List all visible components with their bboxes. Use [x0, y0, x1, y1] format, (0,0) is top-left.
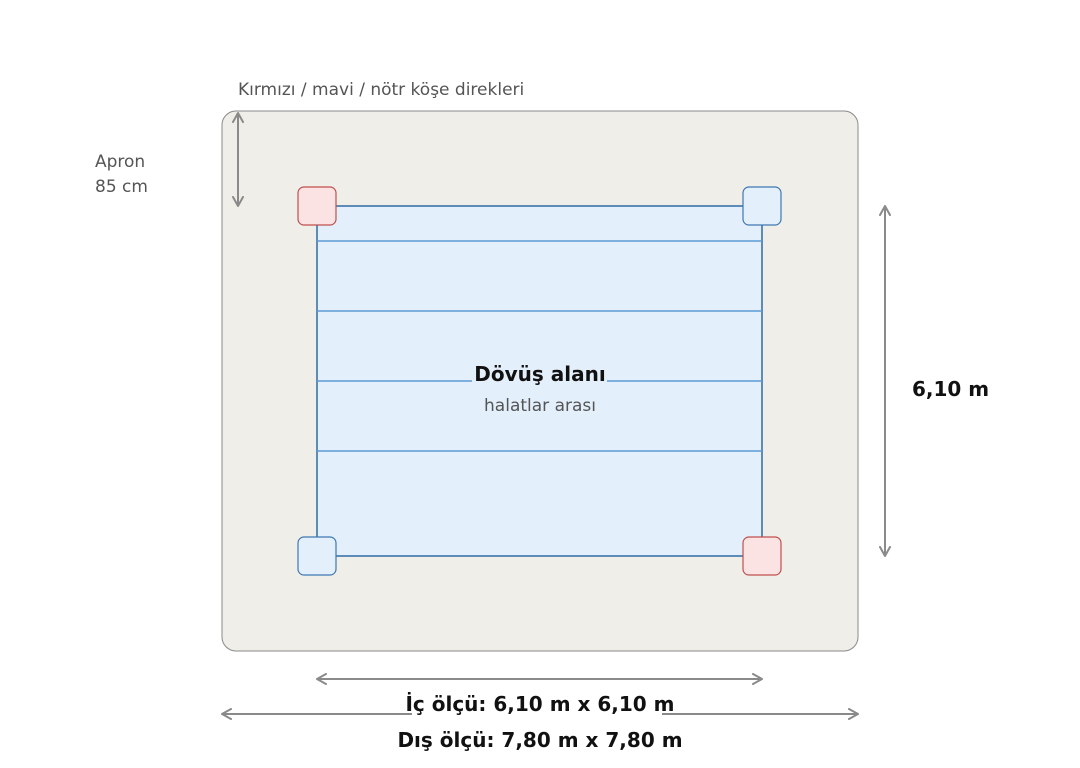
corner-post-top-left: [297, 186, 337, 226]
inner-size-label: İç ölçü: 6,10 m x 6,10 m: [405, 692, 674, 716]
apron-label: Apron: [95, 152, 145, 172]
side-dimension-label: 6,10 m: [912, 377, 989, 401]
outer-size-label: Dış ölçü: 7,80 m x 7,80 m: [397, 728, 682, 752]
corner-post-bottom-right: [742, 536, 782, 576]
ring-title: Dövüş alanı: [474, 362, 605, 386]
corner-post-top-right: [742, 186, 782, 226]
apron-size-label: 85 cm: [95, 177, 148, 197]
corner-post-bottom-left: [297, 536, 337, 576]
corner-posts-caption: Kırmızı / mavi / nötr köşe direkleri: [238, 80, 524, 100]
ring-subtitle: halatlar arası: [484, 396, 596, 416]
